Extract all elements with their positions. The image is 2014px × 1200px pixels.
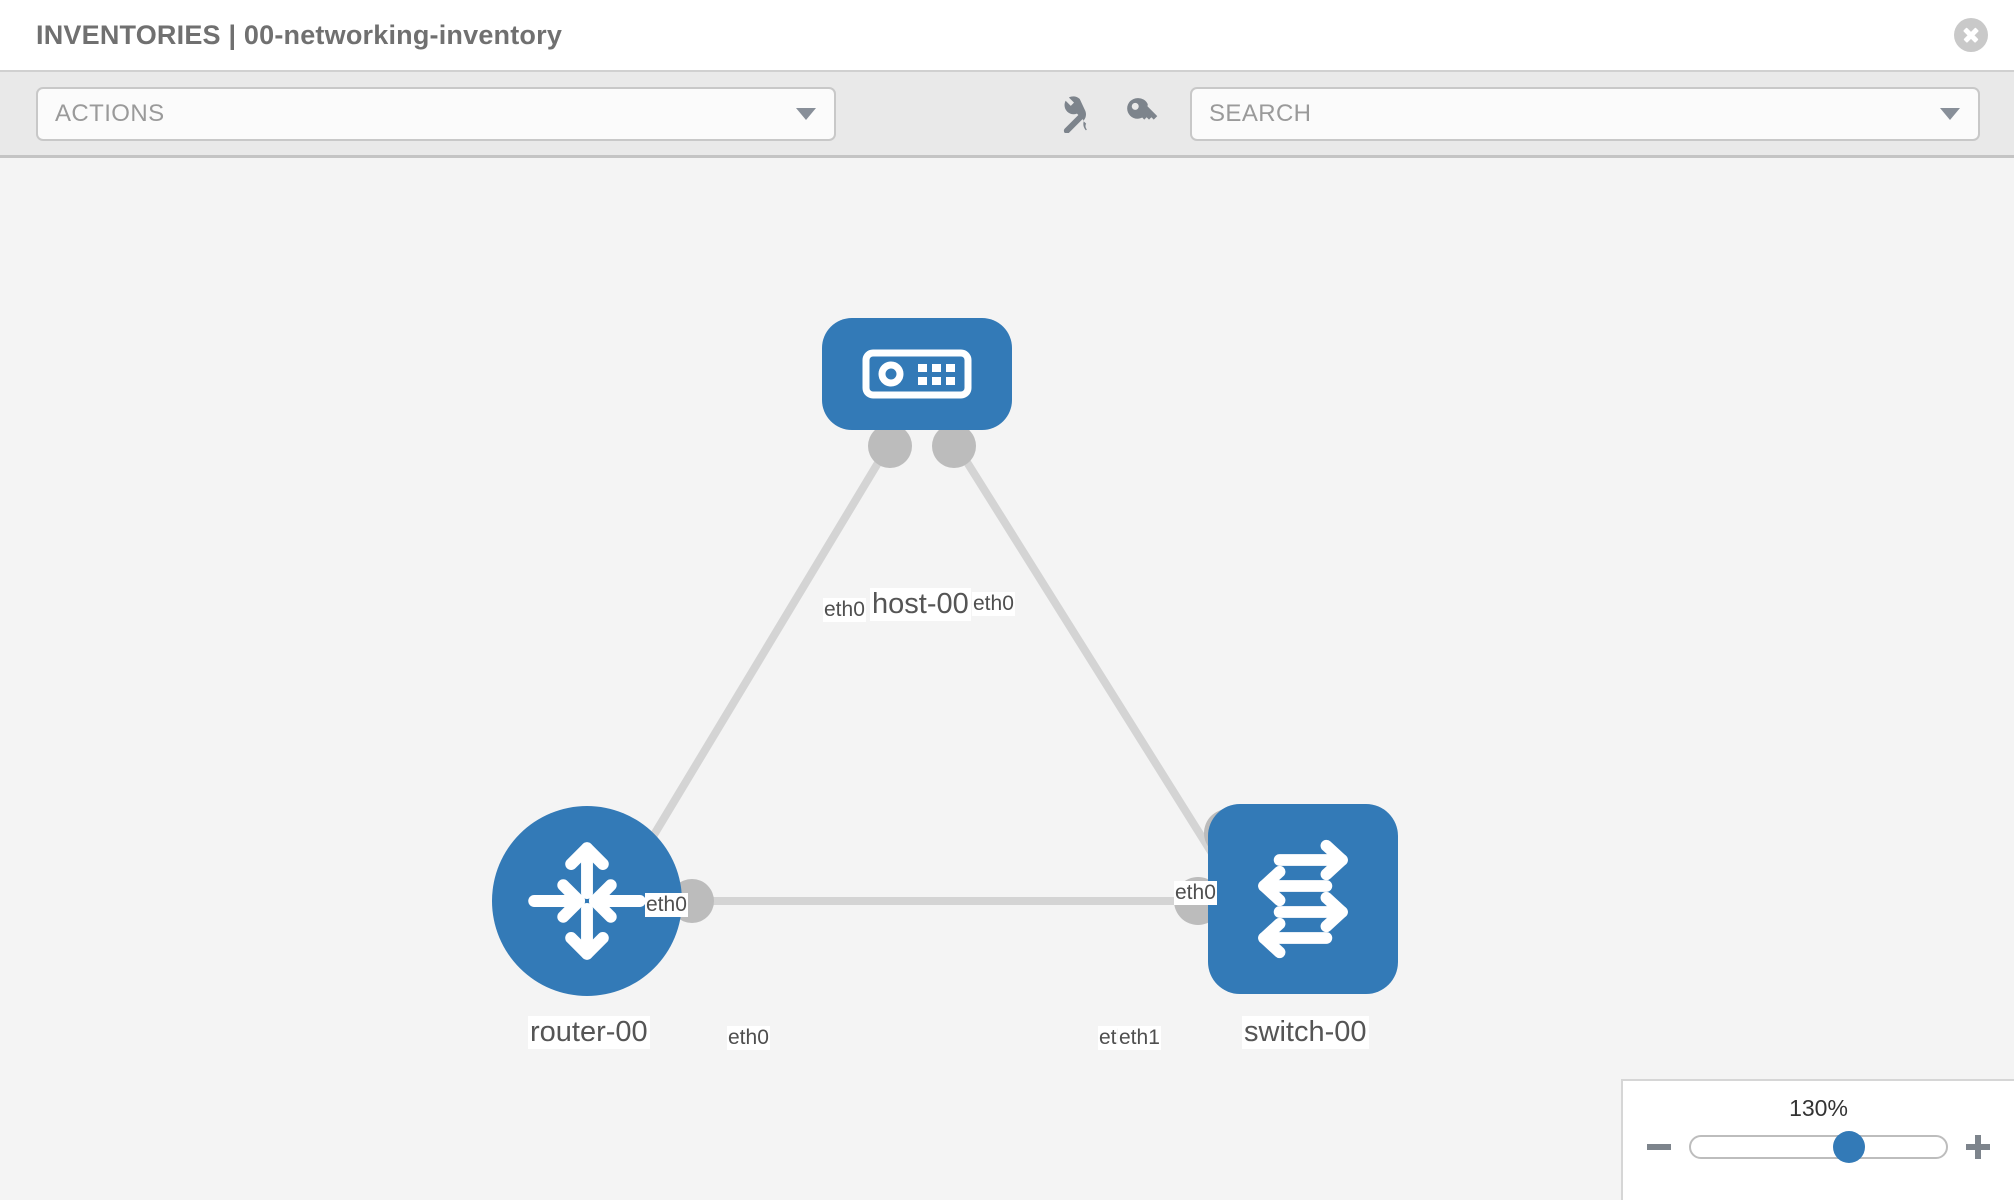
switch-arrows-icon — [1258, 839, 1348, 959]
zoom-in-button[interactable] — [1964, 1133, 1992, 1161]
router-arrows-icon — [528, 842, 646, 960]
chevron-down-icon — [796, 107, 816, 120]
port-host-eth0-right — [932, 424, 976, 468]
link-host-router — [636, 440, 894, 861]
zoom-slider-track[interactable] — [1689, 1131, 1948, 1163]
title-bar: INVENTORIES | 00-networking-inventory — [0, 0, 2014, 70]
topology-node-router-00[interactable] — [492, 806, 682, 996]
page-title: INVENTORIES | 00-networking-inventory — [36, 19, 563, 50]
zoom-out-button[interactable] — [1645, 1133, 1673, 1161]
close-icon[interactable] — [1954, 18, 1988, 52]
zoom-slider-thumb[interactable] — [1833, 1131, 1866, 1163]
actions-dropdown-label: ACTIONS — [55, 99, 165, 127]
key-icon[interactable] — [1124, 95, 1162, 133]
toolbar: ACTIONS SEARCH — [0, 70, 2014, 158]
topology-node-switch-00[interactable] — [1208, 804, 1398, 994]
search-input[interactable]: SEARCH — [1190, 86, 1980, 141]
actions-dropdown[interactable]: ACTIONS — [36, 86, 836, 141]
topology-canvas[interactable]: host-00 router-00 — [0, 158, 2014, 1200]
link-host-switch — [951, 440, 1219, 861]
zoom-control-panel: 130% — [1621, 1079, 2014, 1200]
zoom-slider-row — [1623, 1131, 2014, 1163]
server-icon — [862, 349, 972, 399]
port-host-eth0-left — [868, 424, 912, 468]
wrench-icon[interactable] — [1050, 95, 1088, 133]
toolbar-icon-group — [1050, 95, 1162, 133]
zoom-level-value: 130% — [1789, 1095, 1848, 1121]
chevron-down-icon — [1940, 107, 1960, 120]
topology-node-host-00[interactable] — [822, 318, 1012, 430]
topology-links — [636, 424, 1252, 925]
search-placeholder: SEARCH — [1209, 99, 1312, 127]
